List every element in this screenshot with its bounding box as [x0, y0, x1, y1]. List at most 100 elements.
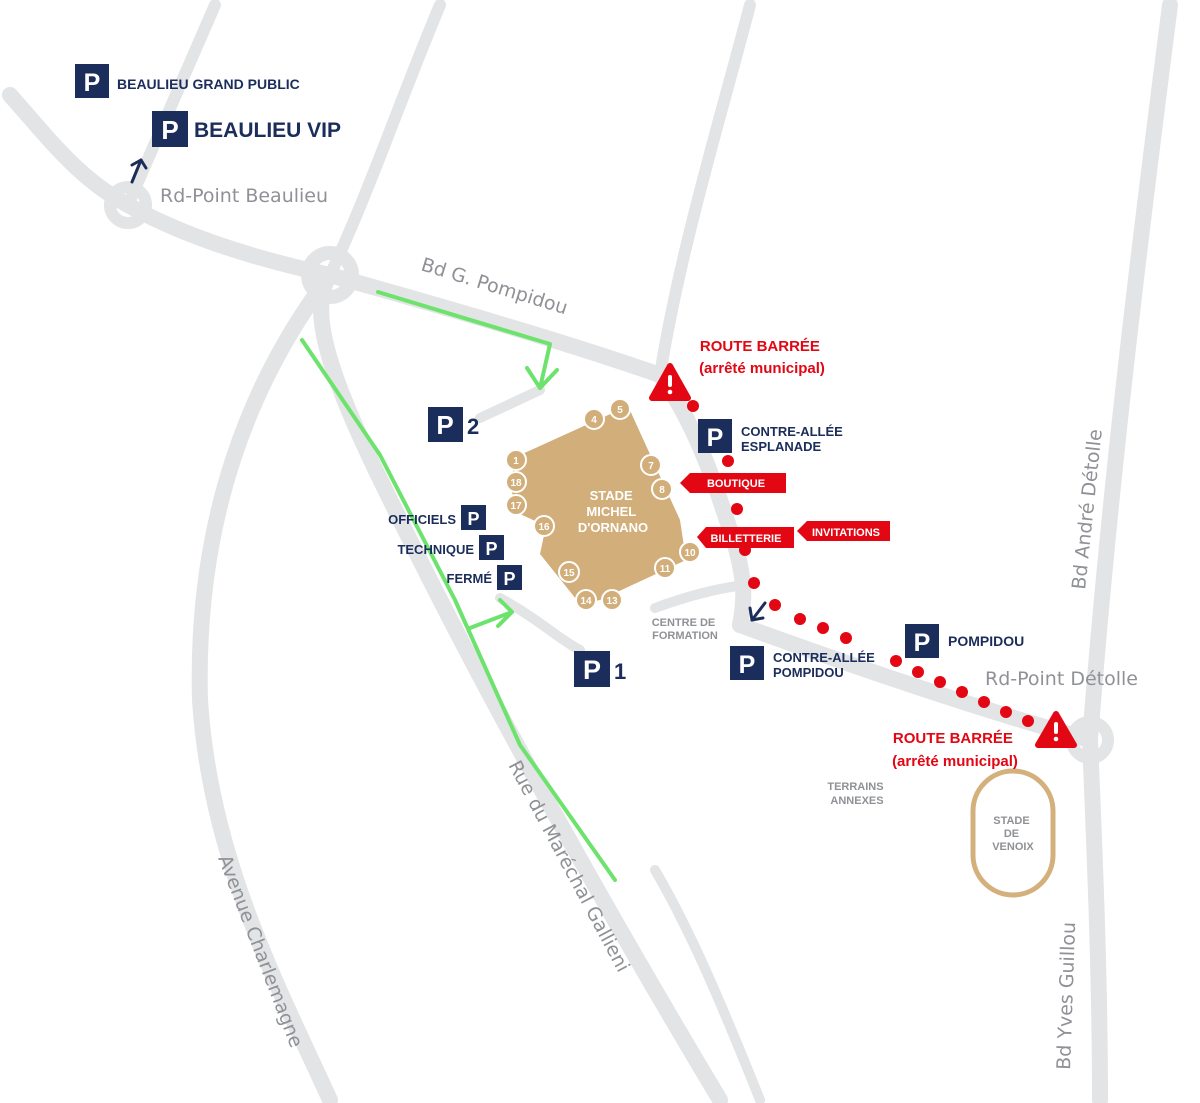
svg-text:POMPIDOU: POMPIDOU [773, 665, 844, 680]
svg-text:1: 1 [614, 659, 626, 684]
svg-text:BEAULIEU VIP: BEAULIEU VIP [194, 119, 341, 142]
svg-text:2: 2 [467, 414, 479, 439]
closed-route-dots [687, 400, 1034, 727]
label-avenue-charlemagne: Avenue Charlemagne [213, 852, 307, 1051]
gate-4[interactable]: 4 [583, 408, 605, 430]
svg-text:CONTRE-ALLÉE: CONTRE-ALLÉE [741, 424, 843, 439]
green-route-to-p1 [468, 610, 514, 630]
road-north-3 [654, 0, 756, 381]
stade-venoix-track [970, 768, 1056, 898]
label-rd-point-detolle: Rd-Point Détolle [985, 668, 1138, 690]
parking-technique[interactable]: TECHNIQUE P [397, 535, 504, 560]
parking-officiels[interactable]: OFFICIELS P [388, 505, 486, 530]
gate-18[interactable]: 18 [505, 471, 527, 493]
green-arrowhead-p2 [525, 366, 559, 390]
svg-text:P: P [583, 655, 601, 685]
label-bd-yves-guillou: Bd Yves Guillou [1053, 922, 1080, 1071]
label-rd-point-beaulieu: Rd-Point Beaulieu [160, 185, 328, 207]
gate-10[interactable]: 10 [679, 541, 701, 563]
gate-7[interactable]: 7 [640, 454, 662, 476]
svg-text:P: P [707, 424, 724, 452]
svg-text:4: 4 [591, 415, 597, 426]
parking-contre-allee-esplanade[interactable]: P CONTRE-ALLÉE ESPLANADE [698, 419, 843, 454]
svg-text:ESPLANADE: ESPLANADE [741, 439, 822, 454]
gate-1[interactable]: 1 [505, 449, 527, 471]
svg-text:TECHNIQUE: TECHNIQUE [397, 542, 474, 557]
road-north-2 [324, 0, 446, 281]
road-avenue-charlemagne [191, 267, 338, 1103]
svg-text:P: P [161, 115, 178, 145]
roundabout-beaulieu [104, 181, 152, 229]
svg-text:18: 18 [510, 478, 522, 489]
route-barree-north: ROUTE BARRÉE (arrêté municipal) [699, 338, 825, 377]
boutique-tag[interactable]: BOUTIQUE [680, 473, 786, 493]
gate-8[interactable]: 8 [651, 478, 673, 500]
svg-text:BOUTIQUE: BOUTIQUE [707, 478, 765, 490]
road-lower-link [650, 865, 765, 1103]
svg-text:15: 15 [563, 568, 575, 579]
road-north-1 [122, 0, 221, 211]
billetterie-tag[interactable]: BILLETTERIE [697, 527, 794, 548]
parking-ferme[interactable]: FERMÉ P [447, 565, 523, 590]
road-rue-gallieni [313, 267, 728, 1103]
svg-text:FERMÉ: FERMÉ [447, 571, 493, 586]
warning-icon [649, 363, 691, 401]
svg-text:BEAULIEU GRAND PUBLIC: BEAULIEU GRAND PUBLIC [117, 76, 300, 92]
parking-beaulieu-vip[interactable]: P BEAULIEU VIP [152, 111, 341, 147]
gate-17[interactable]: 17 [505, 494, 527, 516]
gate-15[interactable]: 15 [558, 561, 580, 583]
green-access-routes [300, 290, 617, 882]
svg-text:P: P [485, 539, 497, 559]
svg-text:P: P [739, 651, 756, 679]
svg-text:BILLETTERIE: BILLETTERIE [711, 533, 782, 545]
stade-venoix-label: STADE DE VENOIX [992, 815, 1034, 853]
svg-text:5: 5 [617, 405, 623, 416]
svg-text:P: P [84, 69, 101, 97]
route-barree-south: ROUTE BARRÉE (arrêté municipal) [892, 730, 1018, 770]
road-bd-detolle [1082, 0, 1178, 748]
svg-text:11: 11 [660, 564, 671, 575]
svg-text:13: 13 [606, 596, 618, 607]
svg-text:P: P [503, 569, 515, 589]
svg-text:16: 16 [538, 522, 550, 533]
road-bd-pompidou [2, 87, 668, 383]
svg-text:INVITATIONS: INVITATIONS [812, 527, 880, 539]
road-bd-guillou [1082, 732, 1108, 1103]
parking-p1[interactable]: P 1 [574, 651, 626, 687]
stadium-michel-dornano [508, 406, 686, 604]
svg-text:P: P [467, 509, 479, 529]
gate-14[interactable]: 14 [575, 589, 597, 611]
svg-text:10: 10 [684, 548, 696, 559]
label-terrains-annexes: TERRAINS ANNEXES [827, 781, 886, 807]
svg-text:8: 8 [659, 485, 665, 496]
gate-13[interactable]: 13 [601, 589, 623, 611]
svg-text:17: 17 [510, 501, 522, 512]
svg-text:CONTRE-ALLÉE: CONTRE-ALLÉE [773, 650, 875, 665]
warning-icon [1035, 711, 1077, 748]
arrow-to-contre-allee-pompidou-icon [748, 601, 767, 622]
green-arrowhead-p1 [496, 598, 514, 628]
label-centre-de-formation: CENTRE DE FORMATION [652, 617, 719, 642]
svg-text:7: 7 [648, 461, 654, 472]
parking-p2[interactable]: P 2 [428, 407, 479, 442]
gate-11[interactable]: 11 [654, 557, 676, 579]
svg-text:1: 1 [513, 456, 519, 467]
svg-text:P: P [436, 410, 453, 440]
svg-text:POMPIDOU: POMPIDOU [948, 633, 1024, 649]
invitations-tag[interactable]: INVITATIONS [797, 521, 890, 541]
parking-beaulieu-grand-public[interactable]: P BEAULIEU GRAND PUBLIC [75, 64, 300, 98]
green-route-pompidou-to-p2 [376, 290, 552, 390]
stadium-name: STADE MICHEL D'ORNANO [578, 488, 648, 535]
gate-5[interactable]: 5 [609, 398, 631, 420]
green-route-gallieni [300, 338, 617, 882]
parking-contre-allee-pompidou[interactable]: P CONTRE-ALLÉE POMPIDOU [730, 646, 875, 680]
label-rue-gallieni: Rue du Maréchal Gallieni [504, 757, 634, 976]
svg-text:OFFICIELS: OFFICIELS [388, 512, 456, 527]
parking-pompidou[interactable]: P POMPIDOU [905, 624, 1024, 658]
svg-text:14: 14 [580, 596, 592, 607]
gate-16[interactable]: 16 [533, 515, 555, 537]
roundabout-pompidou [301, 246, 359, 304]
stadium-gates: 1 4 5 7 8 10 11 13 14 15 16 17 18 [505, 398, 701, 611]
